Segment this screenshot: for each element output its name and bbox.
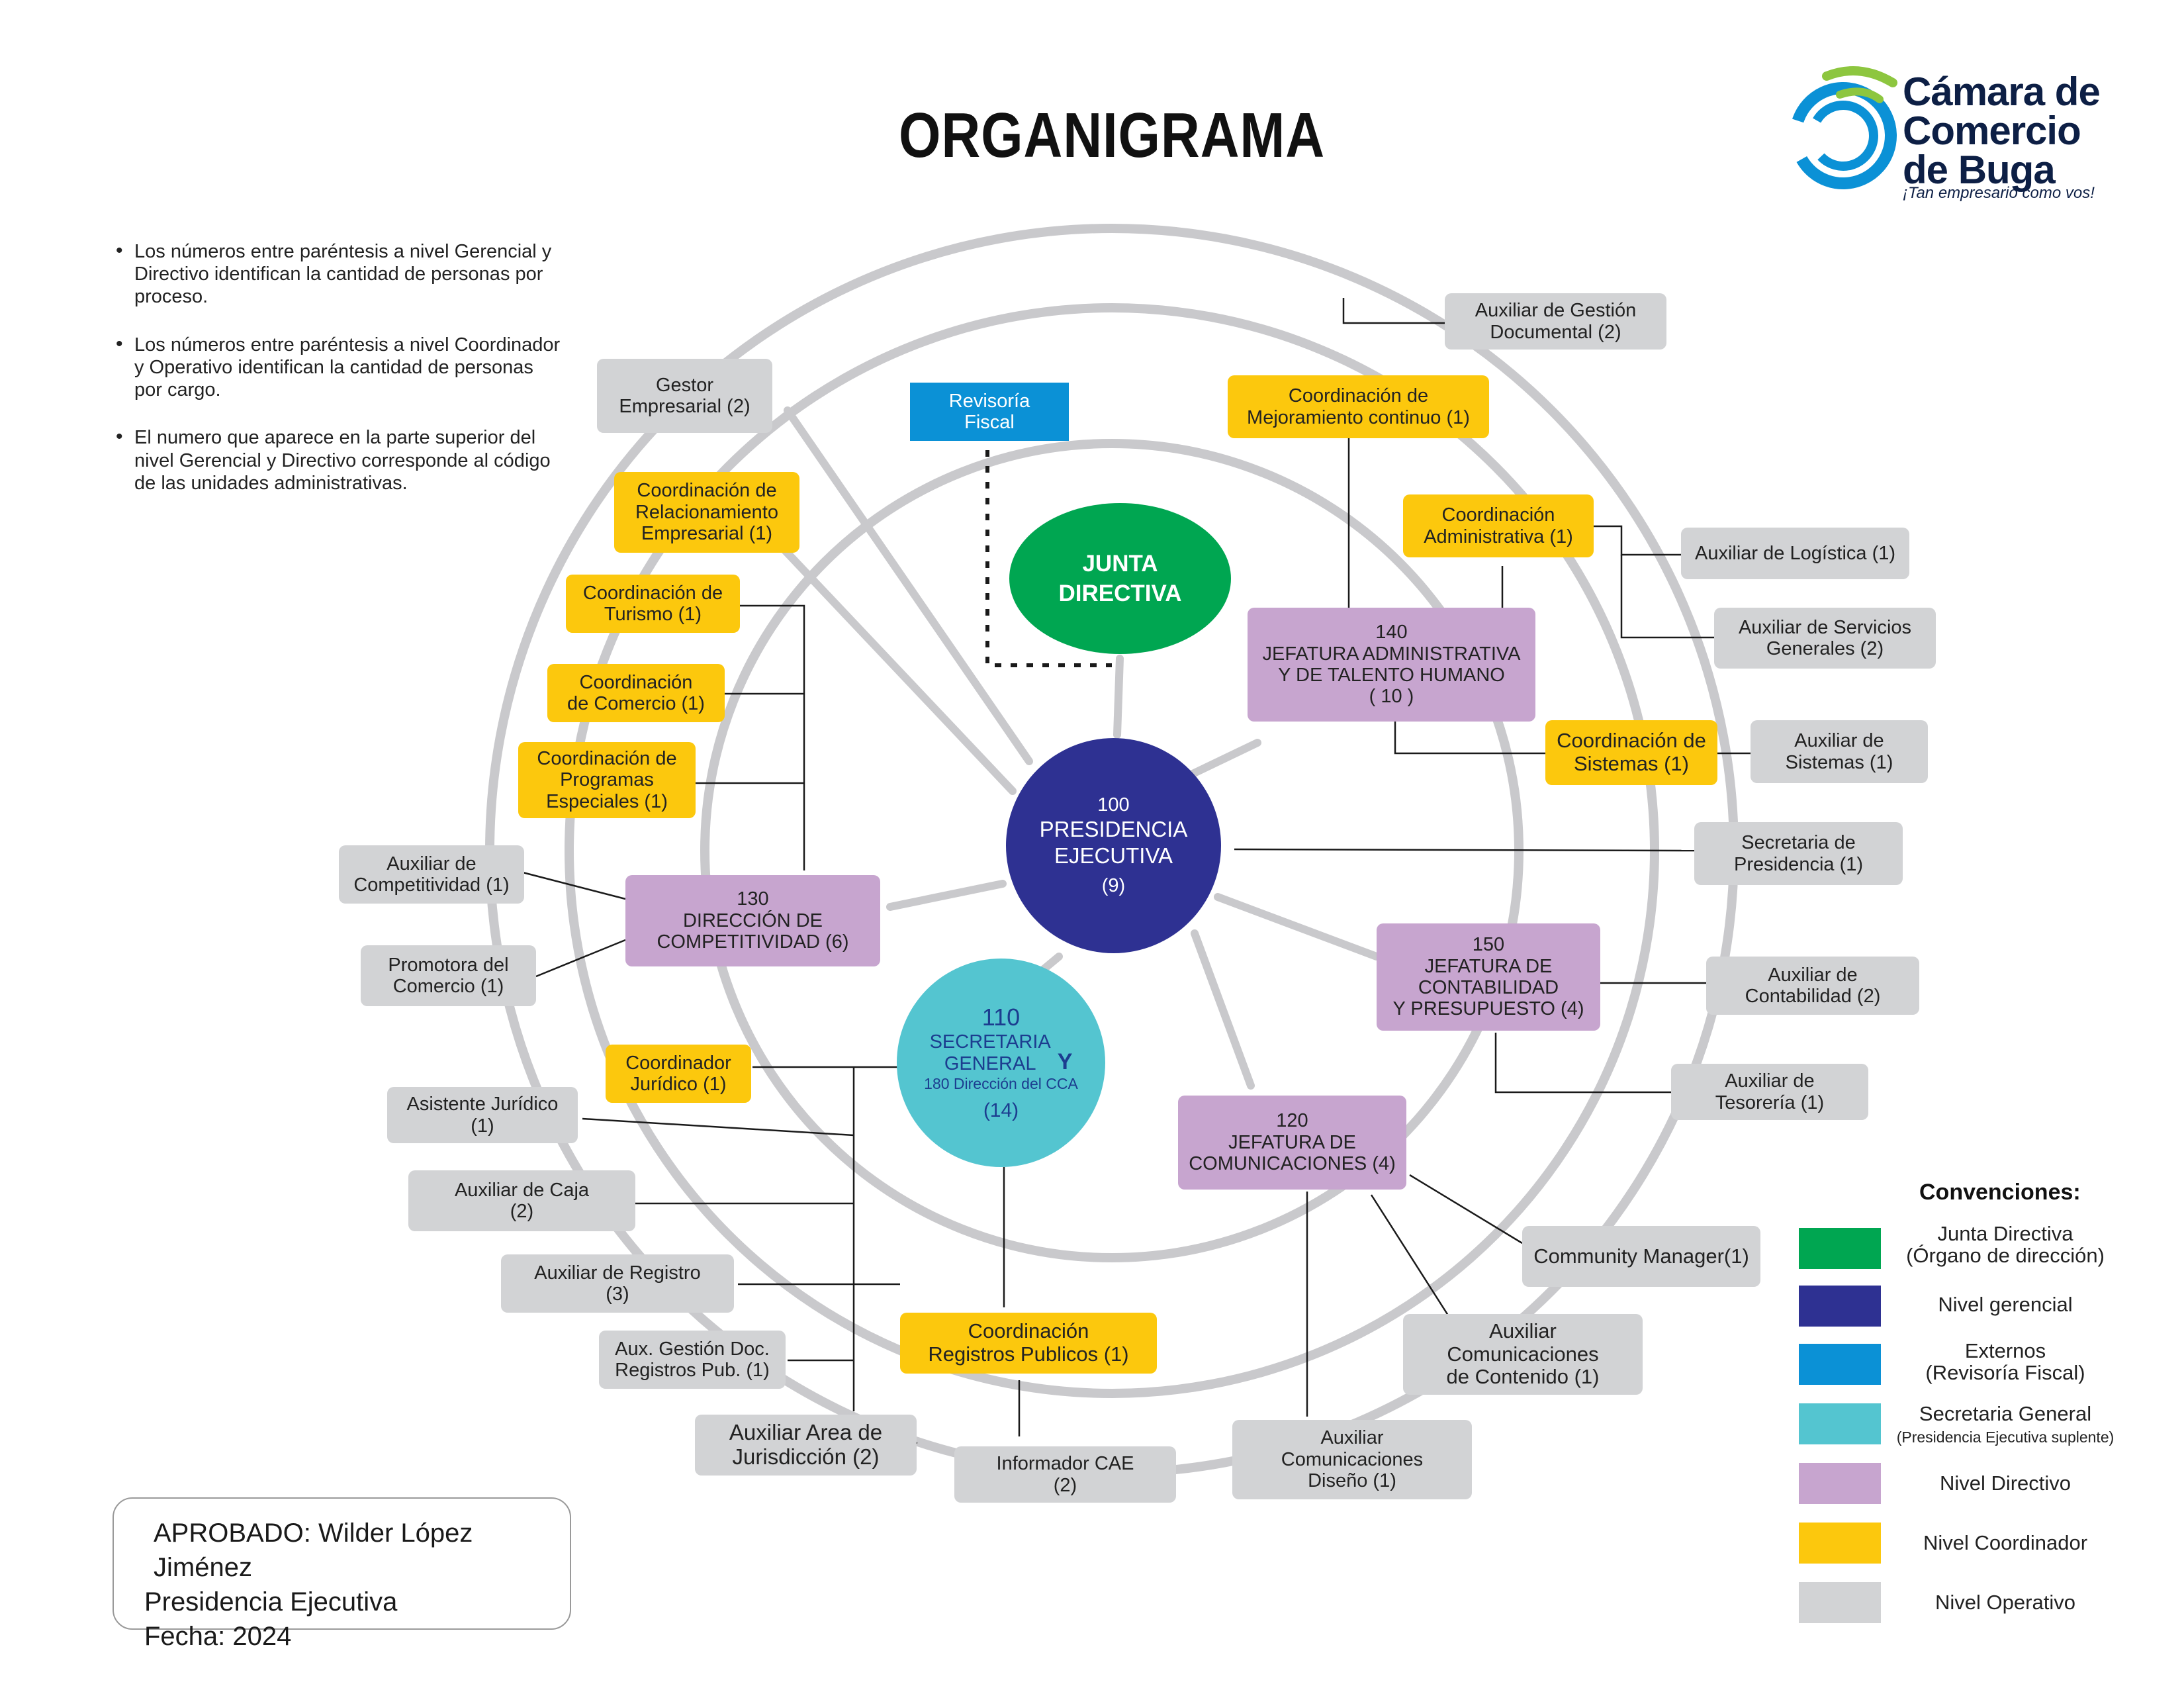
secretaria-count: (14) [983,1100,1019,1122]
coord-juridico-box: Coordinador Jurídico (1) [606,1045,751,1103]
aux-competitividad-box: Auxiliar de Competitividad (1) [339,845,524,904]
legend-swatch-junta [1799,1228,1881,1269]
note-item: • El numero que aparece en la parte super… [116,426,566,494]
coord-mejoramiento-box: Coordinación de Mejoramiento continuo (1… [1228,375,1489,438]
legend-label-operativo: Nivel Operativo [1935,1591,2075,1614]
note-item: • Los números entre paréntesis a nivel Co… [116,332,566,402]
presidencia-name: PRESIDENCIA EJECUTIVA [1039,816,1188,868]
aux-logistica-box: Auxiliar de Logística (1) [1681,528,1909,579]
note-text: El numero que aparece en la parte superi… [134,427,551,494]
legend-swatch-secretaria [1799,1403,1881,1444]
bullet-icon: • [116,332,123,355]
logo-line-3: de Buga [1903,147,2056,192]
legend-secretaria-sub: (Presidencia Ejecutiva suplente) [1896,1428,2115,1446]
direccion-competitividad-box: 130 DIRECCIÓN DE COMPETITIVIDAD (6) [625,875,880,966]
aux-jurisdiccion-box: Auxiliar Area de Jurisdicción (2) [695,1415,917,1476]
note-text: Los números entre paréntesis a nivel Ger… [134,241,552,308]
approval-box: APROBADO: Wilder López Jiménez Presidenc… [113,1497,571,1651]
legend-swatch-coordinador [1799,1523,1881,1564]
secretaria-presidencia-box: Secretaria de Presidencia (1) [1694,822,1903,885]
informador-cae-box: Informador CAE (2) [954,1446,1176,1503]
coord-registros-box: Coordinación Registros Publicos (1) [900,1313,1157,1374]
secretaria-name: SECRETARIA GENERAL [929,1031,1051,1074]
revisoria-fiscal-box: Revisoría Fiscal [910,383,1069,441]
coord-comercio-box: Coordinación de Comercio (1) [547,664,725,722]
legend-swatch-operativo [1799,1582,1881,1623]
aux-servicios-generales-box: Auxiliar de Servicios Generales (2) [1714,608,1936,669]
secretaria-y: Y [1057,1049,1073,1075]
logo-tagline: ¡Tan empresario como vos! [1903,184,2095,202]
junta-label: JUNTA DIRECTIVA [1058,550,1182,607]
logo-text: Cámara de Comercio de Buga [1903,70,2101,192]
legend-title: Convenciones: [1919,1180,2081,1205]
secretaria-sub: 180 Dirección del CCA [924,1075,1078,1093]
jefatura-contabilidad-box: 150 JEFATURA DE CONTABILIDAD Y PRESUPUES… [1377,923,1600,1031]
notes-list: • Los números entre paréntesis a nivel Ge… [116,240,566,520]
note-text: Los números entre paréntesis a nivel Coo… [134,334,561,401]
coord-turismo-box: Coordinación de Turismo (1) [566,575,740,633]
secretaria-name-row: SECRETARIA GENERAL Y [930,1031,1073,1076]
aux-tesoreria-box: Auxiliar de Tesorería (1) [1671,1064,1868,1120]
aux-contabilidad-box: Auxiliar de Contabilidad (2) [1706,957,1919,1015]
aux-gestion-doc-box: Aux. Gestión Doc. Registros Pub. (1) [599,1331,786,1389]
bullet-icon: • [116,426,123,448]
legend-label-directivo: Nivel Directivo [1939,1472,2071,1495]
presidencia-code: 100 [1097,794,1130,816]
legend-label-gerencial: Nivel gerencial [1938,1293,2073,1316]
coord-programas-box: Coordinación de Programas Especiales (1) [518,742,696,818]
camara-comercio-logo [1790,66,1897,189]
aux-gestion-documental-box: Auxiliar de Gestión Documental (2) [1445,293,1666,350]
logo-line-1: Cámara de [1903,70,2101,114]
legend-label-coordinador: Nivel Coordinador [1923,1531,2088,1554]
coord-administrativa-box: Coordinación Administrativa (1) [1403,494,1594,557]
aux-sistemas-box: Auxiliar de Sistemas (1) [1751,720,1928,783]
legend-label-externos: Externos (Revisoría Fiscal) [1925,1339,2085,1384]
gestor-empresarial-box: Gestor Empresarial (2) [597,359,772,433]
logo-line-2: Comercio [1903,108,2081,153]
aux-comunicaciones-diseno-box: Auxiliar Comunicaciones Diseño (1) [1232,1420,1472,1499]
aux-registro-box: Auxiliar de Registro (3) [501,1254,734,1313]
legend-swatch-externos [1799,1344,1881,1385]
coord-sistemas-box: Coordinación de Sistemas (1) [1545,720,1717,785]
promotora-comercio-box: Promotora del Comercio (1) [361,945,536,1006]
legend-secretaria-text: Secretaria General [1919,1402,2092,1425]
aux-caja-box: Auxiliar de Caja (2) [408,1170,635,1231]
approval-line-2: Presidencia Ejecutiva [144,1587,398,1617]
coord-relacionamiento-box: Coordinación de Relacionamiento Empresar… [614,472,799,553]
bullet-icon: • [116,240,123,261]
approval-line-1: APROBADO: Wilder López Jiménez [154,1519,473,1582]
jefatura-administrativa-box: 140 JEFATURA ADMINISTRATIVA Y DE TALENTO… [1248,608,1535,722]
note-item: • Los números entre paréntesis a nivel Ge… [116,240,566,308]
presidencia-ejecutiva-node: 100 PRESIDENCIA EJECUTIVA (9) [1006,738,1221,953]
page-title: ORGANIGRAMA [899,100,1325,171]
legend-swatch-directivo [1799,1463,1881,1504]
asistente-juridico-box: Asistente Jurídico (1) [387,1087,578,1143]
jefatura-comunicaciones-box: 120 JEFATURA DE COMUNICACIONES (4) [1178,1096,1406,1190]
presidencia-count: (9) [1101,875,1126,897]
community-manager-box: Community Manager(1) [1522,1226,1760,1287]
junta-directiva-node: JUNTA DIRECTIVA [1009,503,1231,654]
legend-swatch-gerencial [1799,1286,1881,1327]
approval-line-3: Fecha: 2024 [144,1622,292,1651]
secretaria-general-node: 110 SECRETARIA GENERAL Y 180 Dirección d… [897,959,1105,1167]
legend-label-secretaria: Secretaria General (Presidencia Ejecutiv… [1893,1403,2118,1446]
aux-comunicaciones-contenido-box: Auxiliar Comunicaciones de Contenido (1) [1403,1314,1643,1395]
secretaria-code: 110 [981,1003,1021,1031]
legend-label-junta: Junta Directiva (Órgano de dirección) [1906,1222,2105,1267]
